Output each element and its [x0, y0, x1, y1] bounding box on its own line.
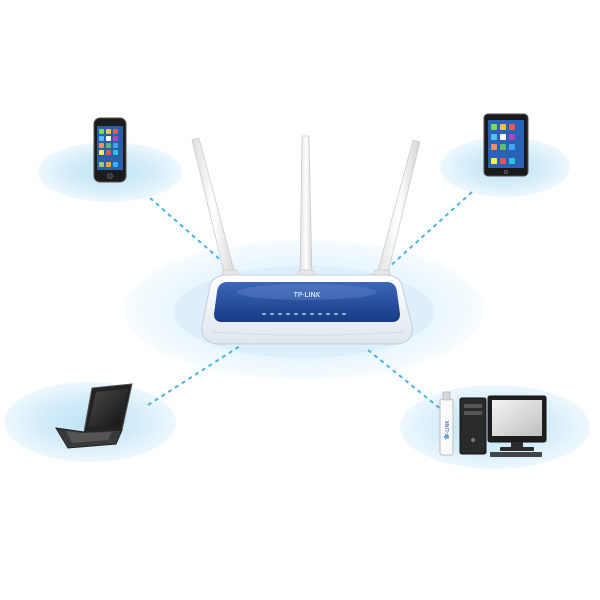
- phone-app-icons: [99, 129, 118, 167]
- router-status-leds: [262, 313, 346, 315]
- router-front-panel: [214, 282, 400, 322]
- link-tablet: [387, 191, 473, 269]
- laptop: [55, 383, 133, 449]
- router-antenna-center: [299, 135, 313, 279]
- monitor-screen: [492, 400, 542, 436]
- laptop-keyboard: [66, 431, 112, 443]
- tablet: [483, 113, 529, 177]
- tablet-home-button: [503, 169, 509, 175]
- wireless-router: TP-LINK: [191, 135, 421, 345]
- usb-adapter-label: TP-LINK: [445, 420, 451, 441]
- link-laptop: [147, 345, 241, 406]
- tablet-app-icons: [491, 124, 515, 164]
- link-phone: [149, 197, 233, 271]
- phone-home-button: [107, 173, 113, 179]
- keyboard: [490, 452, 542, 457]
- laptop-screen: [88, 389, 128, 427]
- desktop-computer: [459, 395, 547, 457]
- usb-wireless-adapter: TP-LINK: [439, 391, 454, 456]
- connection-lines: [147, 191, 473, 411]
- router-brand-logo: TP-LINK: [293, 291, 321, 299]
- smartphone: [93, 117, 127, 183]
